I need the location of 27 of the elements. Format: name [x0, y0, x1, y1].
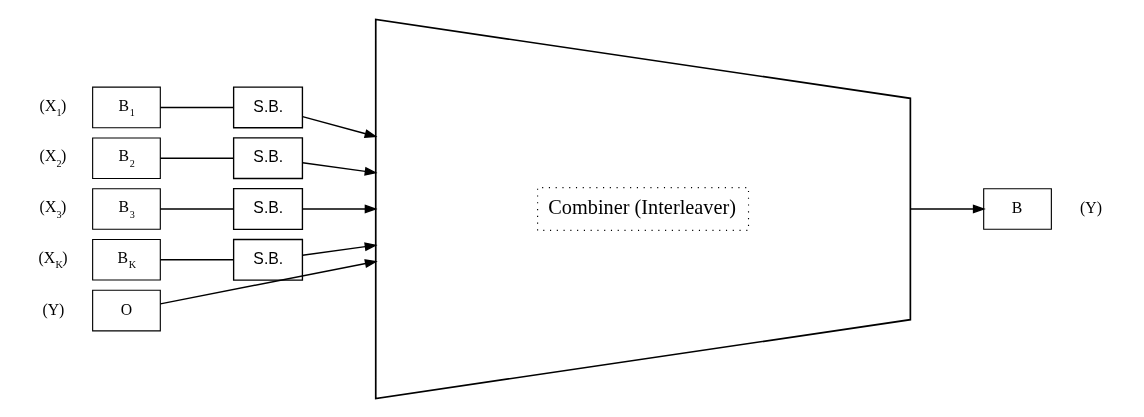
node-label: (X$_{2}$)	[39, 146, 67, 169]
node-label: (X$_{3}$)	[39, 197, 67, 220]
connector	[159, 207, 235, 210]
node-box: S.B.	[232, 187, 304, 230]
node-box: B$_{K}$	[92, 238, 161, 281]
connector	[159, 258, 235, 260]
node-box: B$_{1}$	[92, 86, 161, 128]
arrow	[159, 258, 378, 305]
node-label: (X$_{K}$)	[38, 248, 68, 270]
arrow	[909, 204, 986, 213]
node-box: S.B.	[232, 238, 304, 281]
arrow	[301, 204, 378, 213]
node-box: S.B.	[232, 136, 304, 179]
node-box: B	[983, 187, 1052, 230]
arrow	[301, 161, 378, 176]
connector	[159, 106, 235, 108]
connector	[159, 157, 235, 159]
arrow	[301, 241, 378, 256]
node-label: (X$_{1}$)	[39, 96, 67, 118]
node-box: B$_{2}$	[92, 136, 161, 179]
node-box: O	[92, 289, 161, 331]
node-label: (Y)	[1080, 198, 1103, 216]
node-label: (Y)	[42, 300, 65, 318]
node-box: Combiner (Interleaver)	[374, 18, 912, 399]
node-box: S.B.	[232, 86, 304, 128]
arrow	[301, 115, 378, 138]
node-box: B$_{3}$	[92, 187, 161, 230]
